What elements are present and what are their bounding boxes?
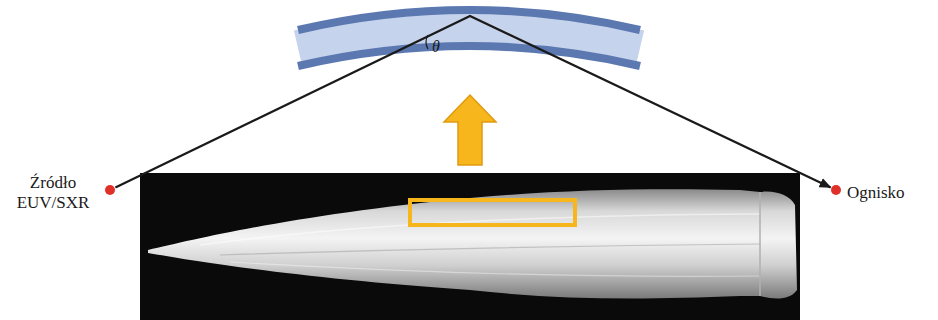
point-marker: Źródło EUV/SXR: [105, 185, 115, 195]
point-label: Ognisko: [847, 183, 937, 203]
point-label: Źródło EUV/SXR: [7, 173, 99, 213]
yellow-arrow: [444, 95, 496, 165]
light-ray: [115, 16, 830, 187]
capillary-streak: [230, 262, 760, 276]
capillary-streak: [200, 214, 760, 245]
highlight-frame: [410, 200, 575, 225]
angle-label: θ: [432, 38, 440, 56]
capillary-end: [759, 192, 761, 296]
mirror-inner: [298, 46, 640, 66]
photo-background: [140, 173, 800, 320]
mirror-outer: [298, 10, 640, 30]
point-marker: Ognisko: [831, 185, 841, 195]
capillary-streak: [220, 244, 760, 255]
capillary: [148, 189, 797, 298]
